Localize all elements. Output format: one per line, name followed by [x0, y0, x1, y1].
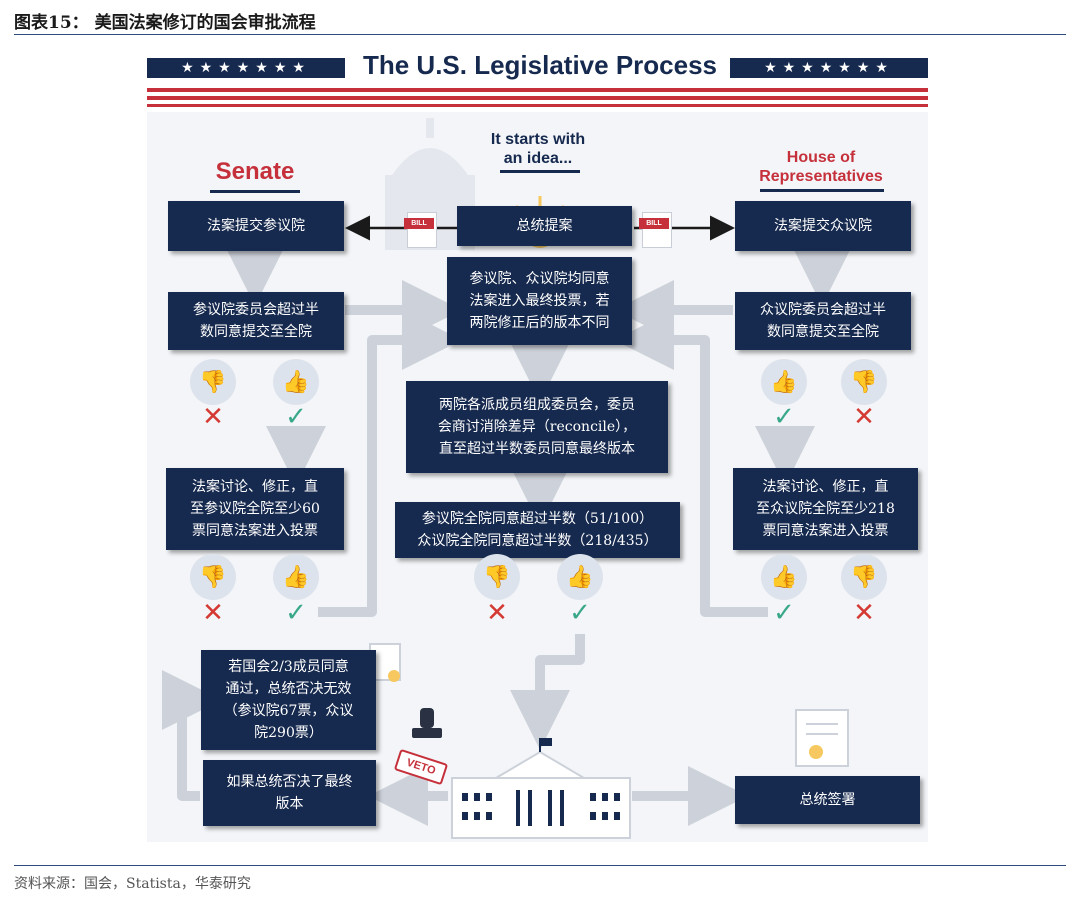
box-president-veto: 如果总统否决了最终 版本: [203, 760, 376, 826]
thumb-down-icon: 👎: [841, 554, 887, 600]
thumb-up-icon: 👍: [557, 554, 603, 600]
red-stripe-2: [147, 96, 928, 100]
start-label: It starts with an idea...: [490, 131, 586, 167]
bill-tag: BILL: [404, 218, 434, 229]
stars-left: ★★★★★★★: [147, 58, 345, 78]
bill-icon-right: BILL: [639, 212, 672, 248]
box-house-committee: 众议院委员会超过半 数同意提交至全院: [735, 292, 911, 350]
box-senate-debate: 法案讨论、修正，直 至参议院全院至少60 票同意法案进入投票: [166, 468, 344, 550]
check-icon: ✓: [773, 598, 795, 628]
check-icon: ✓: [569, 598, 591, 628]
infographic-title: The U.S. Legislative Process: [362, 50, 718, 80]
box-reconcile: 两院各派成员组成委员会，委员 会商讨消除差异（reconcile）， 直至超过半…: [406, 381, 668, 473]
bottom-rule: [14, 865, 1066, 866]
top-rule: [14, 34, 1066, 35]
senate-header: Senate: [215, 158, 295, 185]
thumb-down-icon: 👎: [190, 359, 236, 405]
senate-underline: [210, 190, 300, 193]
thumb-down-icon: 👎: [474, 554, 520, 600]
white-house-icon: [451, 738, 631, 839]
start-underline: [500, 170, 580, 173]
bill-icon-left: BILL: [404, 212, 437, 248]
check-icon: ✓: [285, 598, 307, 628]
box-senate-submit: 法案提交参议院: [168, 201, 344, 251]
thumb-up-icon: 👍: [273, 359, 319, 405]
box-both-agree: 参议院、众议院均同意 法案进入最终投票，若 两院修正后的版本不同: [447, 257, 632, 345]
house-underline: [760, 189, 884, 192]
check-icon: ✓: [773, 402, 795, 432]
stamp-icon: [412, 708, 442, 738]
stars-right: ★★★★★★★: [730, 58, 928, 78]
figure-title: 图表15： 美国法案修订的国会审批流程: [14, 13, 316, 33]
thumb-down-icon: 👎: [190, 554, 236, 600]
thumb-up-icon: 👍: [761, 554, 807, 600]
box-president-propose: 总统提案: [457, 206, 632, 246]
thumb-up-icon: 👍: [273, 554, 319, 600]
house-header: House of Representatives: [759, 149, 883, 185]
cross-icon: ✕: [486, 598, 508, 628]
red-stripe-1: [147, 88, 928, 92]
thumb-up-icon: 👍: [761, 359, 807, 405]
box-president-sign: 总统签署: [735, 776, 920, 824]
certificate-icon: [795, 709, 849, 767]
box-house-debate: 法案讨论、修正，直 至众议院全院至少218 票同意法案进入投票: [733, 468, 918, 550]
box-senate-committee: 参议院委员会超过半 数同意提交至全院: [168, 292, 344, 350]
thumb-down-icon: 👎: [841, 359, 887, 405]
cross-icon: ✕: [202, 402, 224, 432]
check-icon: ✓: [285, 402, 307, 432]
cross-icon: ✕: [202, 598, 224, 628]
source-note: 资料来源：国会，Statista，华泰研究: [14, 876, 251, 892]
box-final-vote: 参议院全院同意超过半数（51/100） 众议院全院同意超过半数（218/435）: [395, 502, 680, 558]
bill-tag: BILL: [639, 218, 669, 229]
red-stripe-3: [147, 104, 928, 107]
box-override: 若国会2/3成员同意 通过，总统否决无效 （参议院67票，众议 院290票）: [201, 650, 376, 750]
cross-icon: ✕: [853, 598, 875, 628]
box-house-submit: 法案提交众议院: [735, 201, 911, 251]
cross-icon: ✕: [853, 402, 875, 432]
